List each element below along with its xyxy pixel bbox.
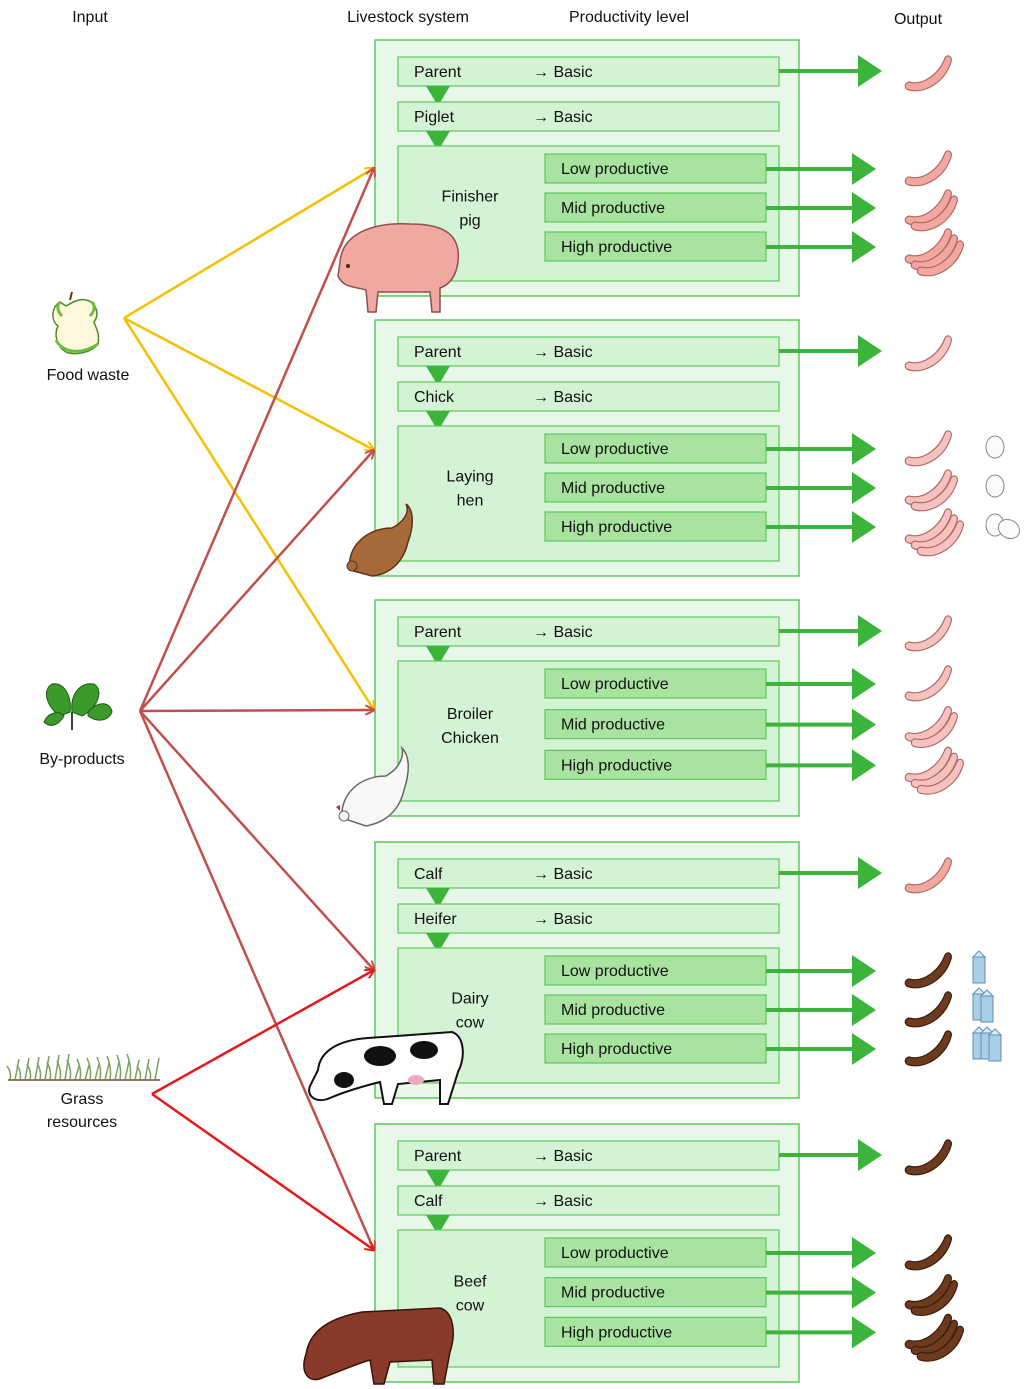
leaves-icon — [44, 684, 112, 730]
level-label: Low productive — [561, 441, 669, 458]
input-label-by-products: By-products — [39, 751, 124, 768]
milk-carton-icon — [973, 1027, 1001, 1061]
grass-icon — [7, 1054, 160, 1080]
main-stage-label: cow — [456, 1015, 485, 1032]
input-flow-arrow — [124, 318, 374, 710]
stage-label: Calf — [414, 1193, 443, 1210]
basic-label: → Basic — [533, 64, 593, 81]
main-stage-label: Beef — [454, 1274, 487, 1291]
apple-core-icon — [53, 292, 99, 354]
input-flow-arrow — [124, 168, 374, 318]
meat-output-icon — [905, 509, 963, 556]
meat-output-icon — [905, 747, 963, 794]
level-label: High productive — [561, 239, 672, 256]
level-label: High productive — [561, 757, 672, 774]
level-label: High productive — [561, 1324, 672, 1341]
stage-label: Calf — [414, 866, 443, 883]
pig-icon — [338, 224, 458, 312]
stage-label: Chick — [414, 389, 455, 406]
input-label-grass: resources — [47, 1114, 117, 1131]
meat-output-icon — [905, 1140, 951, 1175]
main-stage-label: Broiler — [447, 706, 494, 723]
level-label: Mid productive — [561, 1002, 665, 1019]
meat-output-icon — [905, 1235, 951, 1270]
level-label: Mid productive — [561, 1285, 665, 1302]
meat-output-icon — [905, 431, 951, 466]
egg-icon — [986, 475, 1004, 497]
meat-output-icon — [905, 190, 957, 231]
main-stage-label: Finisher — [442, 189, 500, 206]
stage-label: Parent — [414, 1148, 462, 1165]
main-stage-label: Laying — [446, 469, 493, 486]
stage-label: Parent — [414, 624, 462, 641]
input-flow-arrow — [140, 450, 374, 711]
meat-output-icon — [905, 1031, 951, 1066]
basic-label: → Basic — [533, 911, 593, 928]
level-label: Low productive — [561, 161, 669, 178]
header-output: Output — [894, 11, 943, 28]
main-stage-label: Dairy — [451, 991, 488, 1008]
input-flow-arrow — [140, 710, 374, 711]
egg-icon — [986, 436, 1004, 458]
basic-label: → Basic — [533, 866, 593, 883]
meat-output-icon — [905, 616, 951, 651]
meat-output-icon — [905, 858, 951, 893]
stage-label: Heifer — [414, 911, 457, 928]
main-stage-label: hen — [457, 493, 484, 510]
meat-output-icon — [905, 229, 963, 276]
level-label: Mid productive — [561, 200, 665, 217]
meat-output-icon — [905, 1275, 957, 1316]
egg-icon — [986, 514, 1023, 542]
input-label-grass: Grass — [61, 1091, 104, 1108]
system-broiler: Parent → BasicBroilerChicken Low productiv… — [336, 600, 963, 826]
stage-label: Parent — [414, 64, 462, 81]
milk-carton-icon — [973, 988, 993, 1022]
header-input: Input — [72, 9, 108, 26]
level-label: Low productive — [561, 1245, 669, 1262]
meat-output-icon — [905, 1314, 963, 1361]
basic-label: → Basic — [533, 389, 593, 406]
level-label: High productive — [561, 1041, 672, 1058]
basic-label: → Basic — [533, 1148, 593, 1165]
meat-output-icon — [905, 707, 957, 748]
main-stage-label: pig — [459, 213, 480, 230]
stage-label: Piglet — [414, 109, 455, 126]
level-label: Mid productive — [561, 480, 665, 497]
main-stage-label: cow — [456, 1298, 485, 1315]
input-flow-arrow — [140, 168, 374, 711]
meat-output-icon — [905, 992, 951, 1027]
meat-output-icon — [905, 336, 951, 371]
level-label: High productive — [561, 519, 672, 536]
level-label: Mid productive — [561, 717, 665, 734]
stage-label: Parent — [414, 344, 462, 361]
basic-label: → Basic — [533, 624, 593, 641]
level-label: Low productive — [561, 963, 669, 980]
level-label: Low productive — [561, 676, 669, 693]
meat-output-icon — [905, 151, 951, 186]
header-productivity: Productivity level — [569, 9, 689, 26]
meat-output-icon — [905, 666, 951, 701]
meat-output-icon — [905, 953, 951, 988]
cow-icon — [309, 1032, 463, 1104]
meat-output-icon — [905, 56, 951, 91]
meat-output-icon — [905, 470, 957, 511]
basic-label: → Basic — [533, 344, 593, 361]
input-label-food-waste: Food waste — [47, 367, 130, 384]
basic-label: → Basic — [533, 1193, 593, 1210]
milk-carton-icon — [973, 951, 985, 983]
input-flow-arrow — [140, 711, 374, 970]
basic-label: → Basic — [533, 109, 593, 126]
main-stage-label: Chicken — [441, 730, 499, 747]
system-beef: Parent→ BasicCalf→ BasicBeefcowLow produ… — [304, 1124, 963, 1384]
input-flow-arrow — [124, 318, 374, 450]
header-livestock: Livestock system — [347, 9, 469, 26]
